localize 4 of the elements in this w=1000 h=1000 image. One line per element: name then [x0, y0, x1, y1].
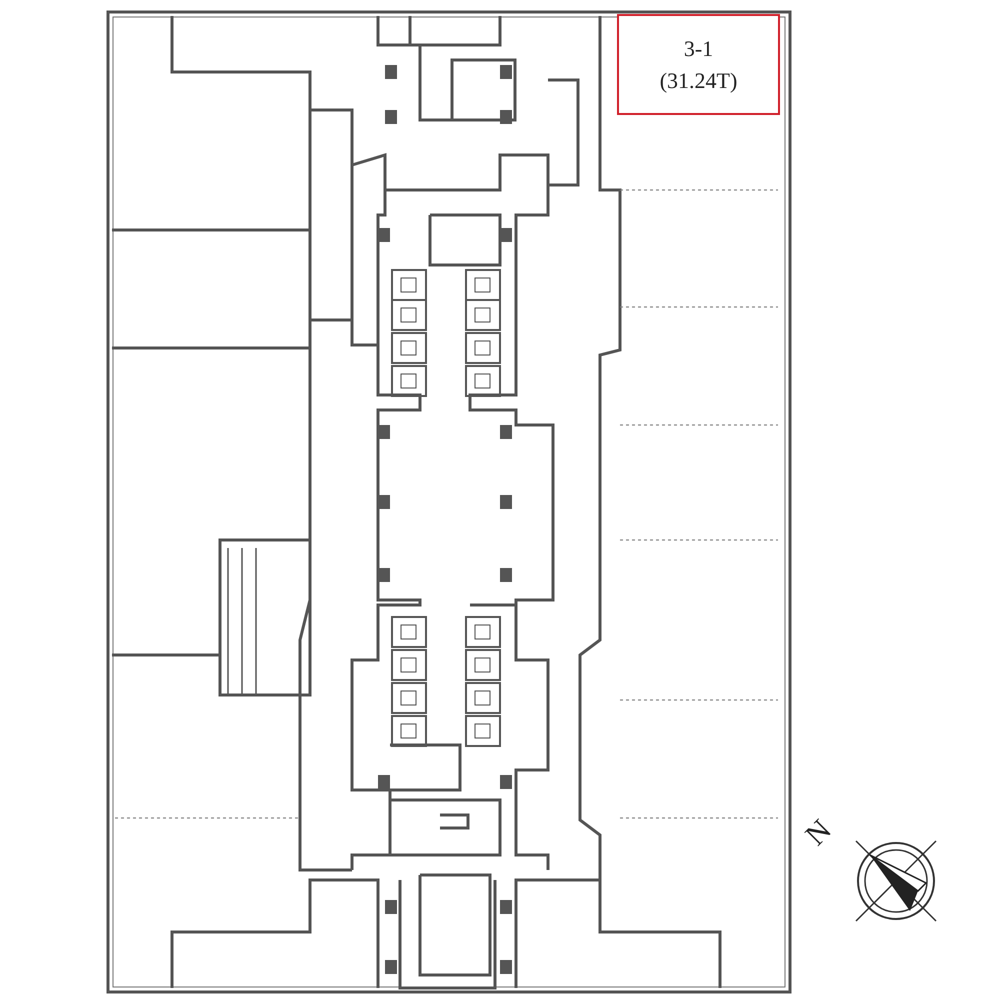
north-label: N [800, 814, 838, 852]
unit-number: 3-1 [684, 34, 714, 62]
unit-box [617, 14, 780, 115]
unit-area: (31.24T) [660, 64, 738, 96]
